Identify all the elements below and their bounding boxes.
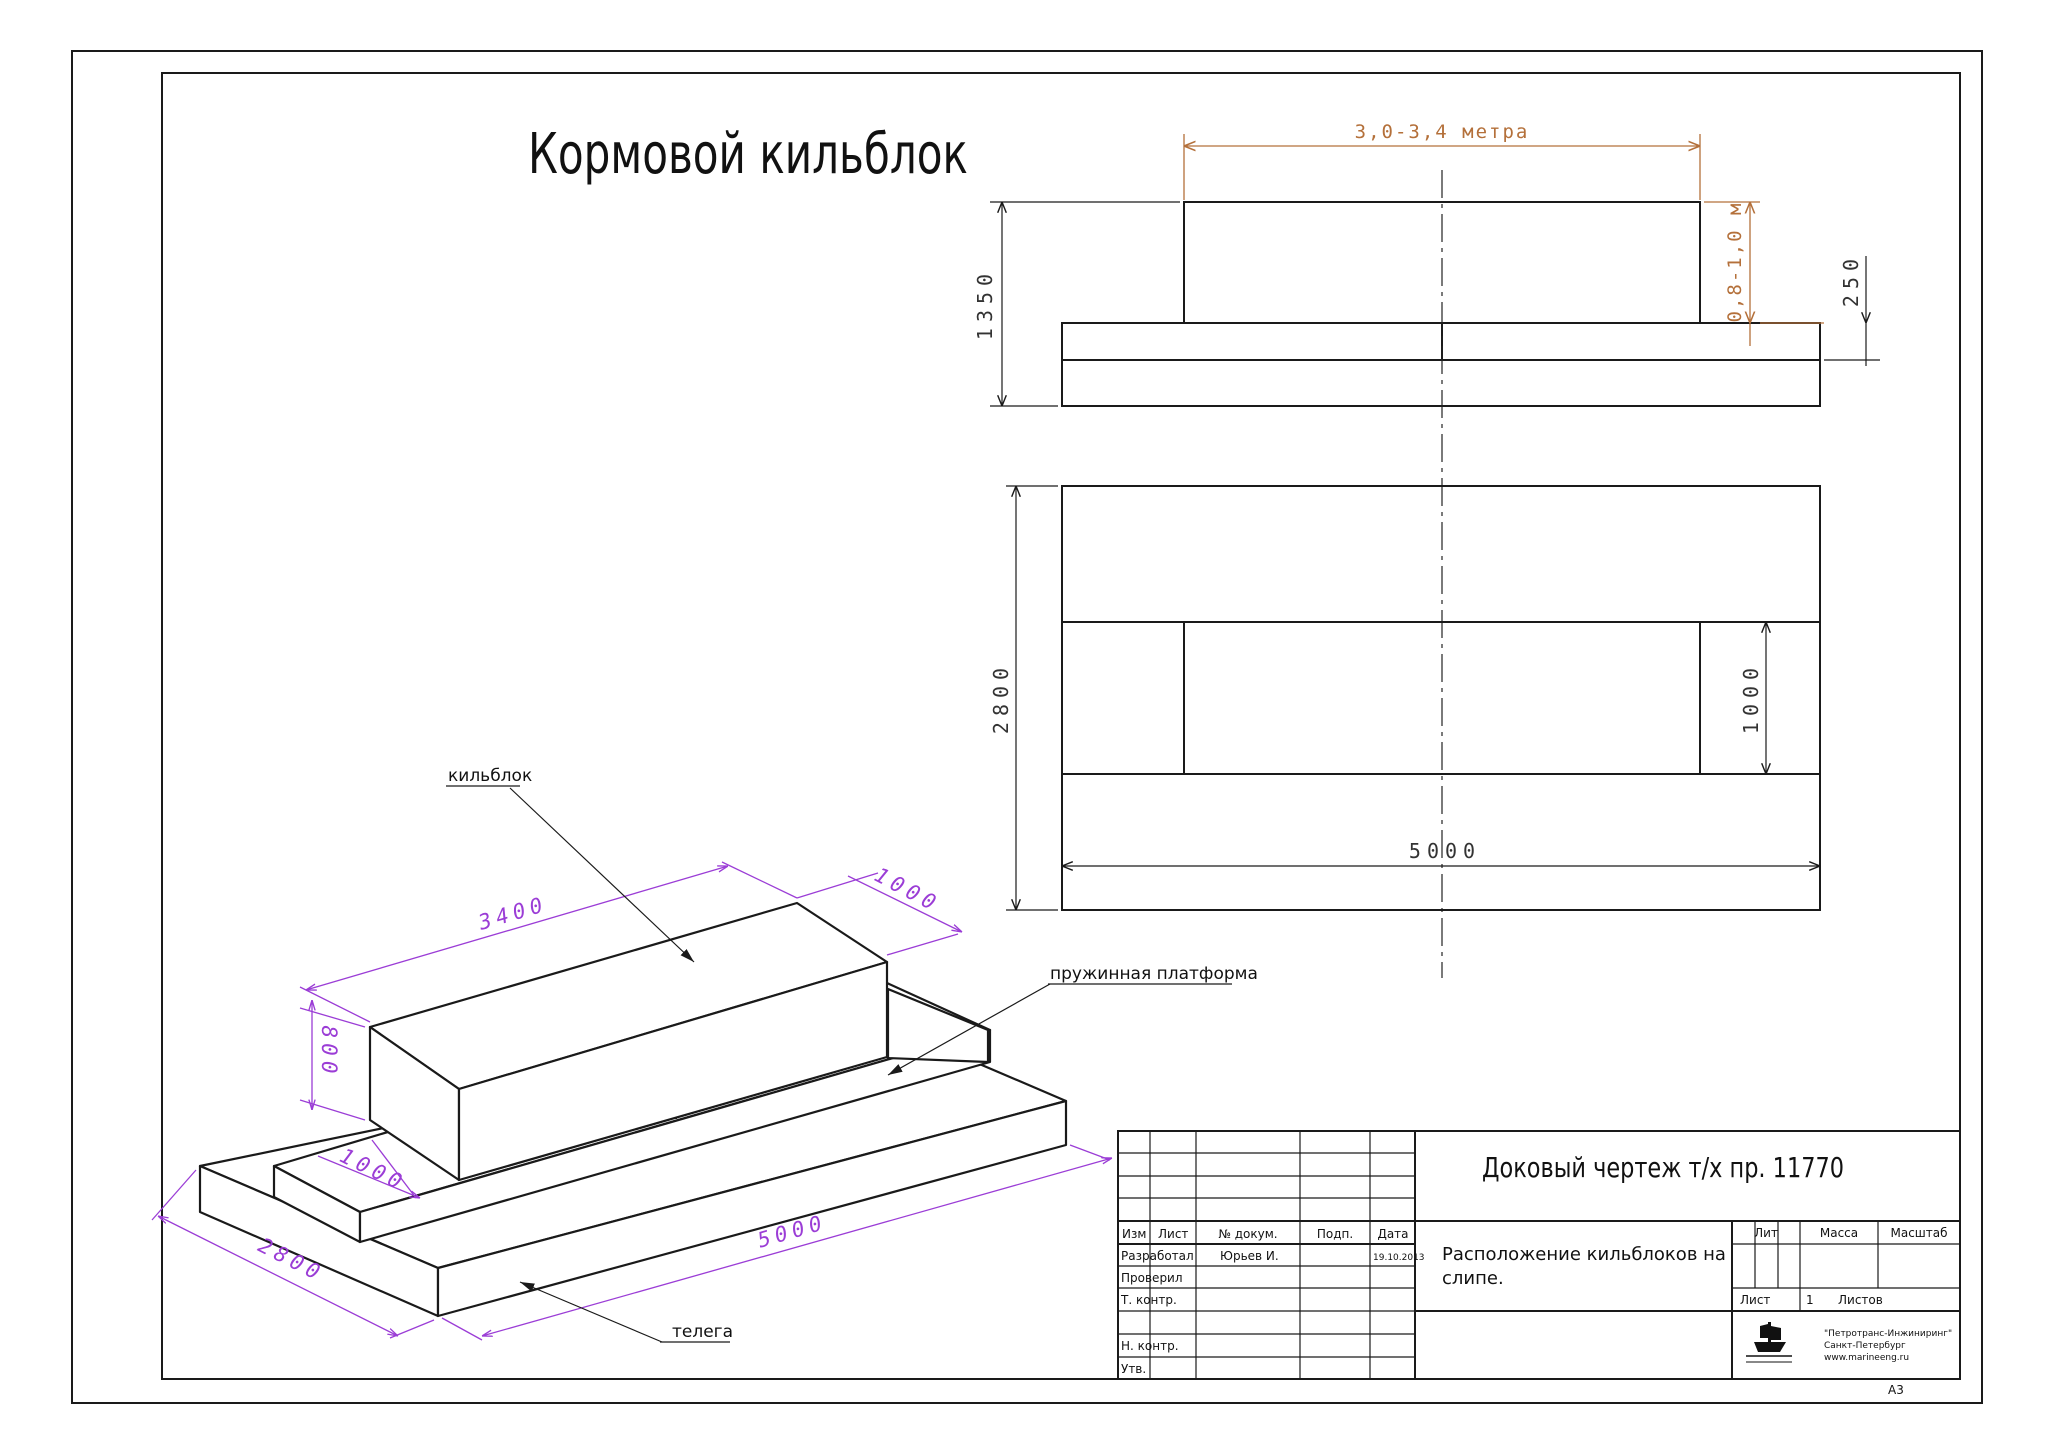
hdr-sign: Подп.	[1317, 1227, 1353, 1241]
iso-view: 3400 1000 800 1000 2800 5000 кильблок пр…	[151, 766, 1258, 1343]
row-developed: Разработал	[1121, 1249, 1194, 1263]
side-cart	[1061, 359, 1821, 407]
plan-keelblock	[1183, 621, 1701, 775]
dim-plan-width: 2800	[989, 662, 1013, 734]
dim-line-iso-block-length	[306, 866, 728, 990]
dim-iso-block-length: 3400	[475, 892, 550, 935]
row-approved: Утв.	[1121, 1362, 1146, 1376]
outer-frame	[71, 50, 1983, 1404]
plan-cart	[1061, 485, 1821, 911]
row-tech-control: Т. контр.	[1120, 1293, 1177, 1307]
plan-view: 2800 1000 5000	[989, 485, 1821, 911]
hdr-change: Изм	[1122, 1227, 1146, 1241]
leader-keelblock	[509, 787, 695, 963]
row-norm-control: Н. контр.	[1121, 1339, 1179, 1353]
sheet-title-line2: слипе.	[1442, 1268, 1504, 1289]
dim-iso-block-width: 1000	[870, 863, 944, 917]
company-city: Санкт-Петербург	[1824, 1341, 1906, 1351]
sheet-number: 1	[1806, 1293, 1814, 1307]
developed-date: 19.10.2013	[1373, 1253, 1425, 1263]
col-mass: Масса	[1820, 1226, 1858, 1240]
hdr-sheet: Лист	[1158, 1227, 1188, 1241]
dim-platform-height: 250	[1839, 253, 1863, 307]
col-scale: Масштаб	[1890, 1226, 1947, 1240]
inner-frame	[161, 72, 1961, 1380]
dim-keel-height: 0,8-1,0 м	[1724, 202, 1746, 323]
company-name: "Петротранс-Инжиниринг"	[1824, 1329, 1952, 1339]
hdr-doc-no: № докум.	[1218, 1227, 1277, 1241]
dim-iso-block-height: 800	[317, 1026, 341, 1079]
hdr-date: Дата	[1377, 1227, 1408, 1241]
sheet-label: Лист	[1740, 1293, 1770, 1307]
leader-spring-platform	[887, 983, 1051, 1076]
label-keelblock: кильблок	[448, 766, 532, 786]
developer-name: Юрьев И.	[1220, 1249, 1279, 1263]
sheet-title-line1: Расположение кильблоков на	[1442, 1244, 1726, 1265]
sheets-label: Листов	[1838, 1293, 1883, 1307]
dim-plan-block: 1000	[1739, 662, 1763, 734]
sheet-format: A3	[1888, 1383, 1904, 1397]
label-cart: телега	[672, 1322, 733, 1342]
leader-cart	[519, 1281, 663, 1343]
dim-line-iso-cart-width	[158, 1216, 398, 1336]
side-view: 3,0-3,4 метра 1350 0,8-1,0 м 250	[973, 121, 1880, 407]
document-title: Доковый чертеж т/х пр. 11770	[1482, 1151, 1844, 1184]
row-checked: Проверил	[1121, 1271, 1183, 1285]
title-block: Доковый чертеж т/х пр. 11770 Расположени…	[1117, 1130, 1961, 1380]
label-spring-platform: пружинная платформа	[1050, 964, 1258, 984]
dim-line-iso-cart-length	[482, 1158, 1112, 1336]
drawing-title: Кормовой кильблок	[528, 122, 968, 187]
dim-total-height: 1350	[973, 268, 997, 340]
dim-plan-length: 5000	[1409, 839, 1481, 863]
col-lit: Лит	[1754, 1226, 1778, 1240]
company-logo	[1746, 1322, 1792, 1363]
dim-line-iso-platform	[317, 1155, 420, 1198]
dim-block-width: 3,0-3,4 метра	[1355, 121, 1530, 143]
dim-line-iso-block-width	[847, 875, 962, 932]
company-site: www.marineeng.ru	[1824, 1353, 1909, 1363]
